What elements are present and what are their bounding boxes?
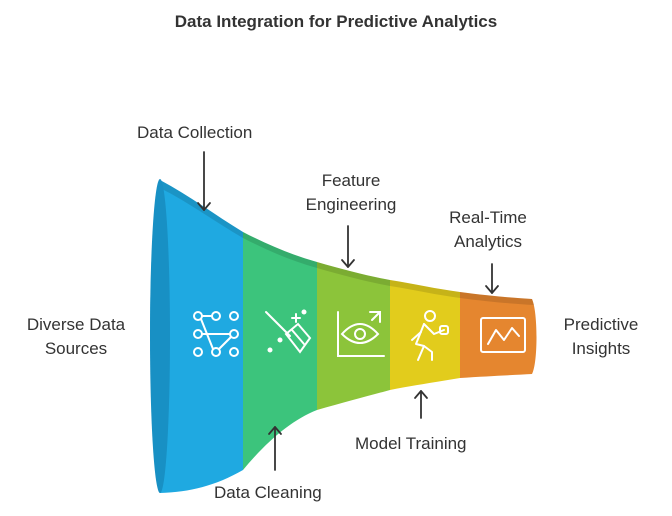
funnel-segment-data-collection [150,180,243,493]
funnel-segment-data-cleaning [243,232,317,470]
label-diverse-data-sources: Diverse Data Sources [26,315,126,358]
label-data-collection: Data Collection [137,123,253,142]
eye-chart-icon [337,311,385,357]
diagram-title: Data Integration for Predictive Analytic… [174,12,498,31]
funnel-segment-model-training [390,280,460,390]
label-model-training: Model Training [355,434,467,453]
arrow-feature-engineering [341,225,355,268]
funnel-segment-real-time-analytics [460,292,537,378]
label-real-time-analytics: Real-Time Analytics [449,208,527,251]
label-predictive-insights: Predictive Insights [563,315,639,358]
funnel-segment-feature-engineering [317,262,390,410]
arrow-model-training [414,390,428,419]
person-training-icon [411,310,449,361]
monitor-chart-icon [480,317,526,353]
arrow-data-cleaning [268,426,282,471]
funnel-opening-rim [150,179,170,493]
network-nodes-icon [193,311,239,357]
label-data-cleaning: Data Cleaning [214,483,322,502]
arrow-data-collection [197,151,211,211]
label-feature-engineering: Feature Engineering [305,171,397,214]
arrow-real-time-analytics [485,263,499,294]
broom-sparkle-icon [265,309,312,354]
